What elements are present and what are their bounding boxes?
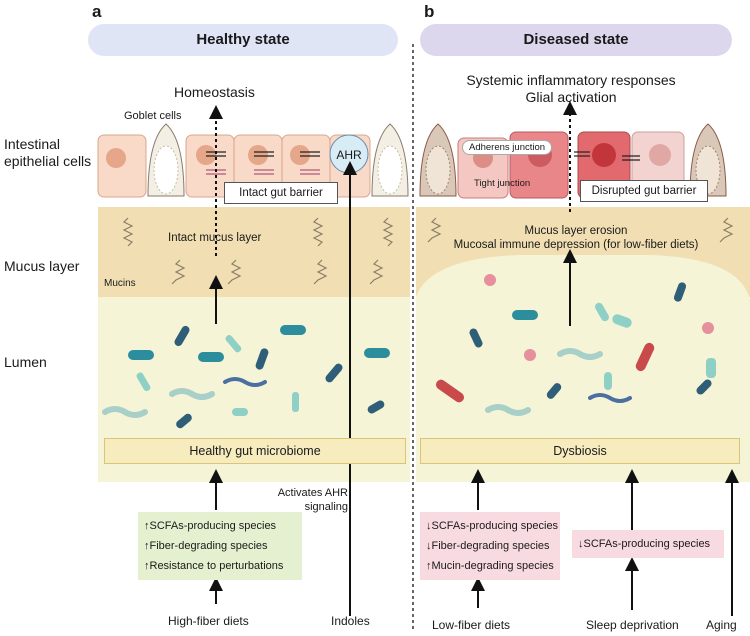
mucins-label: Mucins <box>104 278 136 289</box>
panel-a-letter: a <box>92 2 102 21</box>
ahr-label: AHR <box>336 148 362 162</box>
factor-a-3: ↑Resistance to perturbations <box>144 560 284 572</box>
row-label-epithelial: Intestinal epithelial cells <box>4 136 92 169</box>
mucus-erosion-text: Mucus layer erosion Mucosal immune depre… <box>446 224 706 252</box>
inflammation-outcome: Systemic inflammatory responses Glial ac… <box>466 72 676 106</box>
healthy-factors-box: ↑SCFAs-producing species ↑Fiber-degradin… <box>138 512 302 580</box>
mucins <box>122 217 734 285</box>
microbes-healthy <box>102 325 390 429</box>
low-fiber-factors-box: ↓SCFAs-producing species ↓Fiber-degradin… <box>420 512 560 580</box>
input-aging: Aging <box>706 618 737 632</box>
outcome-line-1: Systemic inflammatory responses <box>466 72 676 88</box>
input-sleep-deprivation: Sleep deprivation <box>586 618 679 632</box>
row-label-mucus: Mucus layer <box>4 258 80 274</box>
homeostasis-label: Homeostasis <box>174 84 255 100</box>
factor-b-2: ↓Fiber-degrading species <box>426 540 550 552</box>
mucus-layer-a <box>98 207 410 297</box>
dysbiosis-box: Dysbiosis <box>420 438 740 464</box>
input-low-fiber: Low-fiber diets <box>432 618 511 632</box>
factor-a-2: ↑Fiber-degrading species <box>144 540 268 552</box>
intact-barrier-box: Intact gut barrier <box>224 182 338 204</box>
factor-sleep-1: ↓SCFAs-producing species <box>578 538 711 550</box>
ahr-signaling-label: Activates AHR signaling <box>277 487 348 513</box>
input-indoles: Indoles <box>331 614 370 628</box>
microbes-diseased <box>435 274 716 416</box>
mucus-line-2: Mucosal immune depression (for low-fiber… <box>453 239 699 251</box>
mucus-line-1: Mucus layer erosion <box>524 225 628 237</box>
tight-junction-label: Tight junction <box>474 178 531 189</box>
factor-b-3: ↑Mucin-degrading species <box>426 560 554 572</box>
disrupted-barrier-box: Disrupted gut barrier <box>580 180 708 202</box>
lumen-b <box>416 255 750 482</box>
goblet-cells-label: Goblet cells <box>124 110 182 122</box>
diseased-state-header: Diseased state <box>420 24 732 56</box>
intact-mucus-label: Intact mucus layer <box>168 232 262 244</box>
input-high-fiber: High-fiber diets <box>168 614 249 628</box>
outcome-line-2: Glial activation <box>525 89 617 105</box>
factor-a-1: ↑SCFAs-producing species <box>144 520 277 532</box>
row-label-lumen: Lumen <box>4 354 47 370</box>
adherens-junction-label: Adherens junction <box>462 140 553 155</box>
factor-b-1: ↓SCFAs-producing species <box>426 520 559 532</box>
healthy-microbiome-box: Healthy gut microbiome <box>104 438 406 464</box>
healthy-state-header: Healthy state <box>88 24 398 56</box>
panel-b-letter: b <box>424 2 435 21</box>
sleep-factors-box: ↓SCFAs-producing species <box>572 530 724 558</box>
